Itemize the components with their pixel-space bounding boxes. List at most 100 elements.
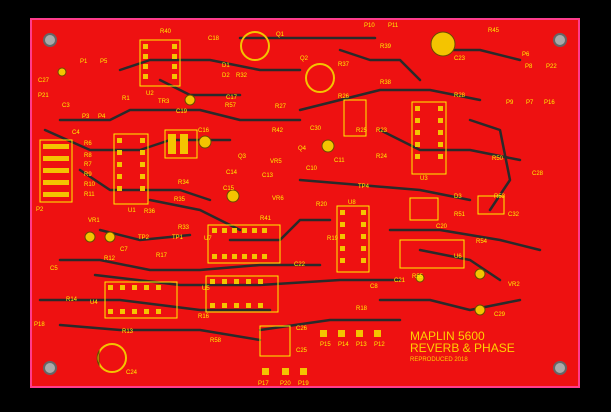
- board-title: MAPLIN 5600 REVERB & PHASE REPRODUCED 20…: [410, 329, 515, 363]
- component-label: R18: [356, 306, 368, 312]
- round-components: [57, 31, 486, 373]
- component-label: R24: [376, 154, 388, 160]
- component-label: P2: [36, 207, 44, 213]
- mounting-hole: [553, 361, 567, 375]
- component-label: R34: [178, 180, 190, 186]
- component-label: P11: [388, 23, 399, 29]
- component-label: R13: [122, 329, 134, 335]
- component-label: C3: [62, 103, 70, 109]
- component-label: R45: [488, 28, 500, 34]
- component-label: C22: [294, 262, 306, 268]
- component-label: P8: [525, 64, 533, 70]
- component-label: U4: [90, 300, 98, 306]
- component-label: TP2: [138, 235, 150, 241]
- component-label: VR5: [270, 159, 282, 165]
- component-label: P7: [526, 100, 534, 106]
- component-label: R12: [104, 256, 116, 262]
- component-label: Q2: [300, 56, 309, 62]
- component-label: C25: [296, 348, 308, 354]
- component-label: U7: [204, 236, 212, 242]
- component-label: Q1: [276, 32, 285, 38]
- component-label: C26: [296, 326, 308, 332]
- component-label: C10: [306, 166, 318, 172]
- component-label: U5: [202, 286, 210, 292]
- silkscreen-labels: R40 C18 Q1 P10 P11 R45 C27 P1 P5 D1 D2 R…: [34, 23, 557, 387]
- component-label: C5: [50, 266, 58, 272]
- component-label: C30: [310, 126, 322, 132]
- component-label: R10: [84, 182, 96, 188]
- component-label: C18: [208, 36, 220, 42]
- ic-footprints: [39, 39, 465, 319]
- component-label: C11: [334, 158, 345, 164]
- component-label: R26: [338, 94, 350, 100]
- mounting-hole: [43, 361, 57, 375]
- component-label: R17: [156, 253, 168, 259]
- component-label: R41: [260, 216, 272, 222]
- component-label: C24: [126, 370, 138, 376]
- component-label: P10: [364, 23, 375, 29]
- component-label: VR2: [508, 282, 520, 288]
- mounting-hole: [553, 33, 567, 47]
- board-area: [30, 18, 580, 388]
- component-label: R50: [492, 156, 504, 162]
- component-label: R35: [174, 197, 186, 203]
- component-label: P1: [80, 59, 88, 65]
- component-label: C17: [226, 95, 238, 101]
- component-label: P12: [374, 342, 385, 348]
- component-label: P22: [546, 64, 557, 70]
- component-label: U6: [454, 254, 462, 260]
- component-label: C19: [176, 109, 188, 115]
- component-label: P18: [34, 322, 45, 328]
- component-label: TR3: [158, 99, 170, 105]
- component-label: C28: [532, 171, 544, 177]
- component-label: R19: [327, 236, 339, 242]
- title-line-1: MAPLIN 5600: [410, 329, 485, 343]
- component-label: C29: [494, 312, 506, 318]
- component-label: R58: [210, 338, 222, 344]
- component-label: R39: [380, 44, 392, 50]
- component-label: R37: [338, 62, 350, 68]
- component-label: C27: [38, 78, 50, 84]
- component-label: R57: [225, 103, 237, 109]
- component-label: R38: [380, 80, 392, 86]
- mounting-holes: [43, 33, 567, 375]
- component-label: R6: [84, 141, 92, 147]
- component-label: R42: [272, 128, 284, 134]
- component-label: D3: [454, 194, 462, 200]
- component-label: R11: [84, 192, 95, 198]
- component-label: U8: [348, 200, 356, 206]
- mounting-hole: [43, 33, 57, 47]
- component-label: R32: [236, 73, 248, 79]
- component-label: R53: [494, 194, 506, 200]
- component-label: U1: [128, 208, 136, 214]
- component-label: R40: [160, 29, 172, 35]
- title-line-2: REVERB & PHASE: [410, 341, 515, 355]
- component-label: R7: [84, 162, 92, 168]
- component-label: P15: [320, 342, 331, 348]
- component-label: R36: [144, 209, 156, 215]
- title-line-3: REPRODUCED 2018: [410, 357, 468, 363]
- component-label: Q3: [238, 154, 247, 160]
- component-label: P16: [544, 100, 555, 106]
- component-label: TP1: [172, 235, 184, 241]
- component-label: R16: [198, 314, 210, 320]
- pads: [43, 44, 505, 375]
- component-label: C16: [198, 128, 210, 134]
- component-label: VR6: [272, 196, 284, 202]
- component-label: P4: [98, 114, 106, 120]
- component-label: P5: [100, 59, 108, 65]
- component-label: R20: [316, 202, 328, 208]
- component-label: C14: [226, 170, 238, 176]
- component-label: P19: [298, 381, 309, 387]
- component-label: VR1: [88, 218, 100, 224]
- component-label: C4: [72, 130, 80, 136]
- component-label: R25: [356, 128, 368, 134]
- component-label: P14: [338, 342, 349, 348]
- component-label: P9: [506, 100, 514, 106]
- component-label: C7: [120, 247, 128, 253]
- component-label: C20: [436, 224, 448, 230]
- component-label: R28: [454, 93, 466, 99]
- component-label: D2: [222, 73, 230, 79]
- component-label: Q4: [298, 146, 307, 152]
- component-label: R9: [84, 172, 92, 178]
